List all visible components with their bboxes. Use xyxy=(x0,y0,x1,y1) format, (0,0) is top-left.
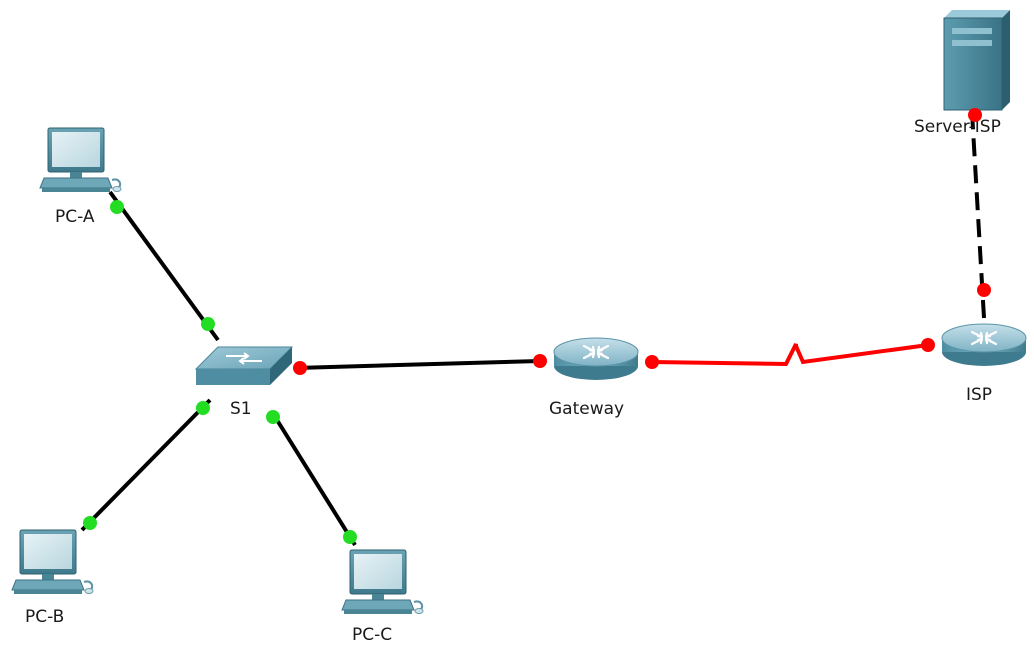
status-dot-s1-pcc-end xyxy=(266,410,280,424)
status-dot-s1-gateway-end xyxy=(293,361,307,375)
router-gateway-icon[interactable] xyxy=(552,336,640,382)
status-dot-gateway-s1-end xyxy=(533,354,547,368)
router-isp-label: ISP xyxy=(966,385,992,405)
status-dot-server-isp-end xyxy=(968,108,982,122)
pc-a-icon[interactable] xyxy=(39,127,122,193)
status-dot-isp-server-end xyxy=(977,283,991,297)
status-dot-s1-pca-end xyxy=(201,317,215,331)
status-dot-pcc-end xyxy=(343,530,357,544)
link-gateway-isp-serial[interactable] xyxy=(651,343,929,367)
link-pcb-s1[interactable] xyxy=(80,398,212,532)
switch-s1-icon[interactable] xyxy=(195,346,293,386)
server-isp-icon[interactable] xyxy=(943,9,1011,111)
status-dot-isp-gateway-end xyxy=(921,338,935,352)
link-pca-s1[interactable] xyxy=(108,190,220,342)
router-isp-icon[interactable] xyxy=(940,322,1028,368)
pc-c-icon[interactable] xyxy=(341,549,424,615)
status-dot-gateway-isp-end xyxy=(645,355,659,369)
router-gateway-label: Gateway xyxy=(549,399,624,419)
server-isp-label: Server-ISP xyxy=(914,117,1001,137)
pc-a-label: PC-A xyxy=(55,207,95,227)
pc-b-icon[interactable] xyxy=(11,529,94,595)
pc-c-label: PC-C xyxy=(352,625,392,645)
pc-b-label: PC-B xyxy=(25,607,64,627)
link-s1-gateway[interactable] xyxy=(295,359,541,370)
status-dot-pcb-end xyxy=(83,516,97,530)
status-dot-pca-end xyxy=(110,200,124,214)
status-dot-s1-pcb-end xyxy=(196,401,210,415)
switch-s1-label: S1 xyxy=(230,399,252,419)
link-pcc-s1[interactable] xyxy=(270,410,357,547)
